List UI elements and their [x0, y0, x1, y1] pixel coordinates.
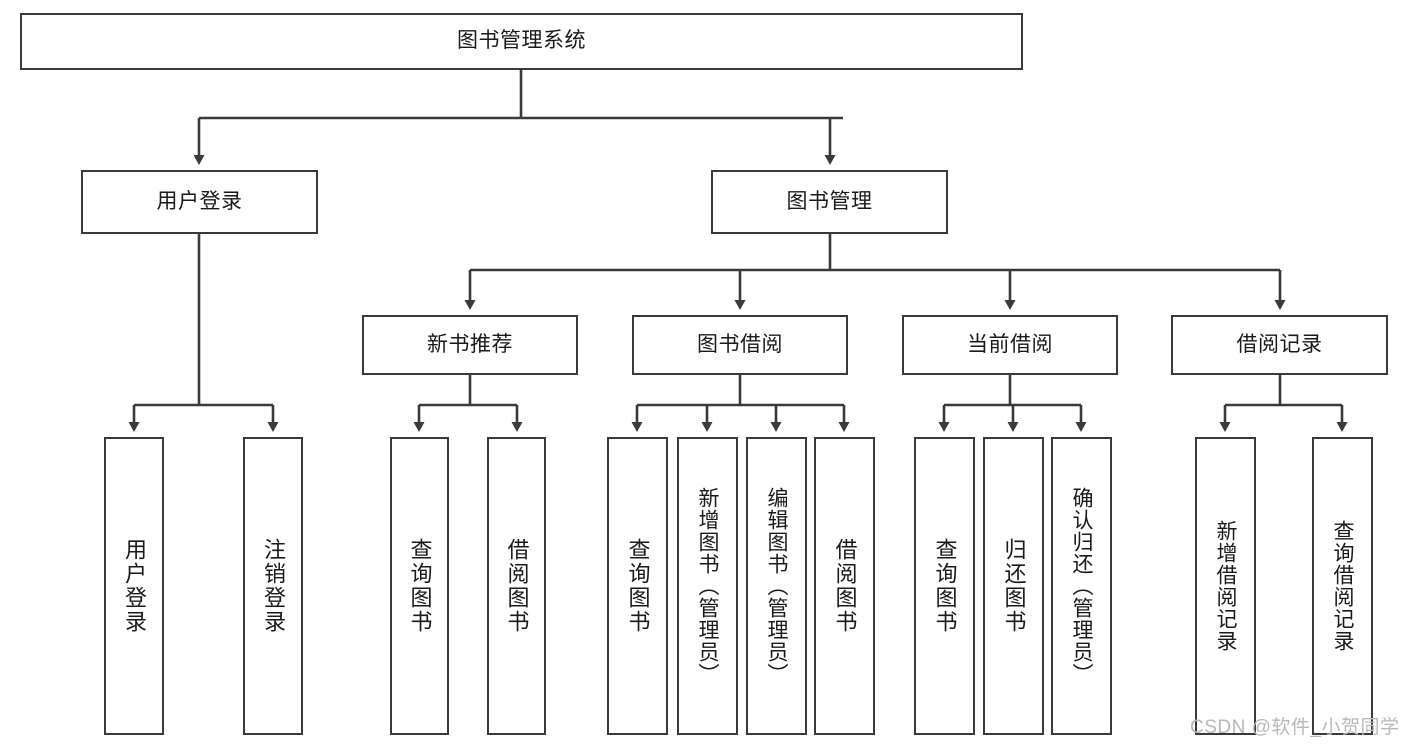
node-book-manage[interactable]: 图书管理	[711, 170, 948, 234]
node-new-book-rec-label: 新书推荐	[427, 332, 513, 356]
node-leaf-borrow-book-rec[interactable]: 借阅图书	[487, 437, 546, 735]
edge-group-new-book-rec	[413, 375, 523, 432]
node-book-borrow-label: 图书借阅	[697, 332, 783, 356]
node-borrow-record-label: 借阅记录	[1236, 332, 1323, 356]
node-leaf-query-book-borrow[interactable]: 查询图书	[607, 437, 668, 735]
node-leaf-query-book-rec[interactable]: 查询图书	[390, 437, 449, 735]
node-leaf-return-book-label: 归还图书	[1001, 538, 1027, 634]
node-leaf-add-borrow-record-label: 新增借阅记录	[1214, 520, 1237, 652]
node-leaf-return-book[interactable]: 归还图书	[983, 437, 1044, 735]
edge-group-borrow-record	[1219, 375, 1348, 432]
node-user-login[interactable]: 用户登录	[81, 170, 318, 234]
node-leaf-logout-label: 注销登录	[261, 538, 286, 634]
edge-group-current-borrow	[938, 375, 1087, 432]
node-leaf-logout[interactable]: 注销登录	[243, 437, 303, 735]
node-leaf-borrow-book[interactable]: 借阅图书	[814, 437, 875, 735]
node-book-borrow[interactable]: 图书借阅	[632, 315, 848, 375]
node-current-borrow[interactable]: 当前借阅	[902, 315, 1118, 375]
node-leaf-query-book-current-label: 查询图书	[932, 538, 958, 634]
node-leaf-edit-book-admin-label: 编辑图书（管理员）	[765, 487, 788, 685]
node-leaf-add-book-admin-label: 新增图书（管理员）	[696, 487, 719, 685]
node-leaf-add-book-admin[interactable]: 新增图书（管理员）	[677, 437, 738, 735]
node-user-login-label: 用户登录	[156, 189, 243, 213]
node-leaf-borrow-book-label: 借阅图书	[832, 538, 858, 634]
node-leaf-edit-book-admin[interactable]: 编辑图书（管理员）	[746, 437, 807, 735]
node-leaf-user-login-label: 用户登录	[122, 538, 147, 634]
edge-group-root	[193, 70, 843, 165]
node-leaf-query-book-borrow-label: 查询图书	[625, 538, 651, 634]
node-leaf-confirm-return-admin-label: 确认归还（管理员）	[1070, 487, 1093, 685]
node-current-borrow-label: 当前借阅	[967, 332, 1053, 356]
node-root-label: 图书管理系统	[457, 29, 586, 53]
node-leaf-borrow-book-rec-label: 借阅图书	[504, 538, 530, 634]
node-leaf-query-book-rec-label: 查询图书	[407, 538, 433, 634]
node-book-manage-label: 图书管理	[786, 189, 873, 213]
node-root[interactable]: 图书管理系统	[20, 13, 1023, 70]
node-leaf-query-book-current[interactable]: 查询图书	[914, 437, 975, 735]
node-leaf-query-borrow-record[interactable]: 查询借阅记录	[1312, 437, 1373, 735]
node-leaf-add-borrow-record[interactable]: 新增借阅记录	[1195, 437, 1256, 735]
node-borrow-record[interactable]: 借阅记录	[1171, 315, 1388, 375]
node-leaf-user-login[interactable]: 用户登录	[104, 437, 164, 735]
node-new-book-rec[interactable]: 新书推荐	[362, 315, 578, 375]
edge-group-book-manage	[464, 234, 1286, 310]
edge-group-user-login	[128, 234, 279, 432]
edge-group-book-borrow	[631, 375, 850, 432]
node-leaf-query-borrow-record-label: 查询借阅记录	[1331, 520, 1354, 652]
node-leaf-confirm-return-admin[interactable]: 确认归还（管理员）	[1051, 437, 1112, 735]
csdn-watermark: CSDN @软件_小贺同学	[1190, 717, 1400, 738]
